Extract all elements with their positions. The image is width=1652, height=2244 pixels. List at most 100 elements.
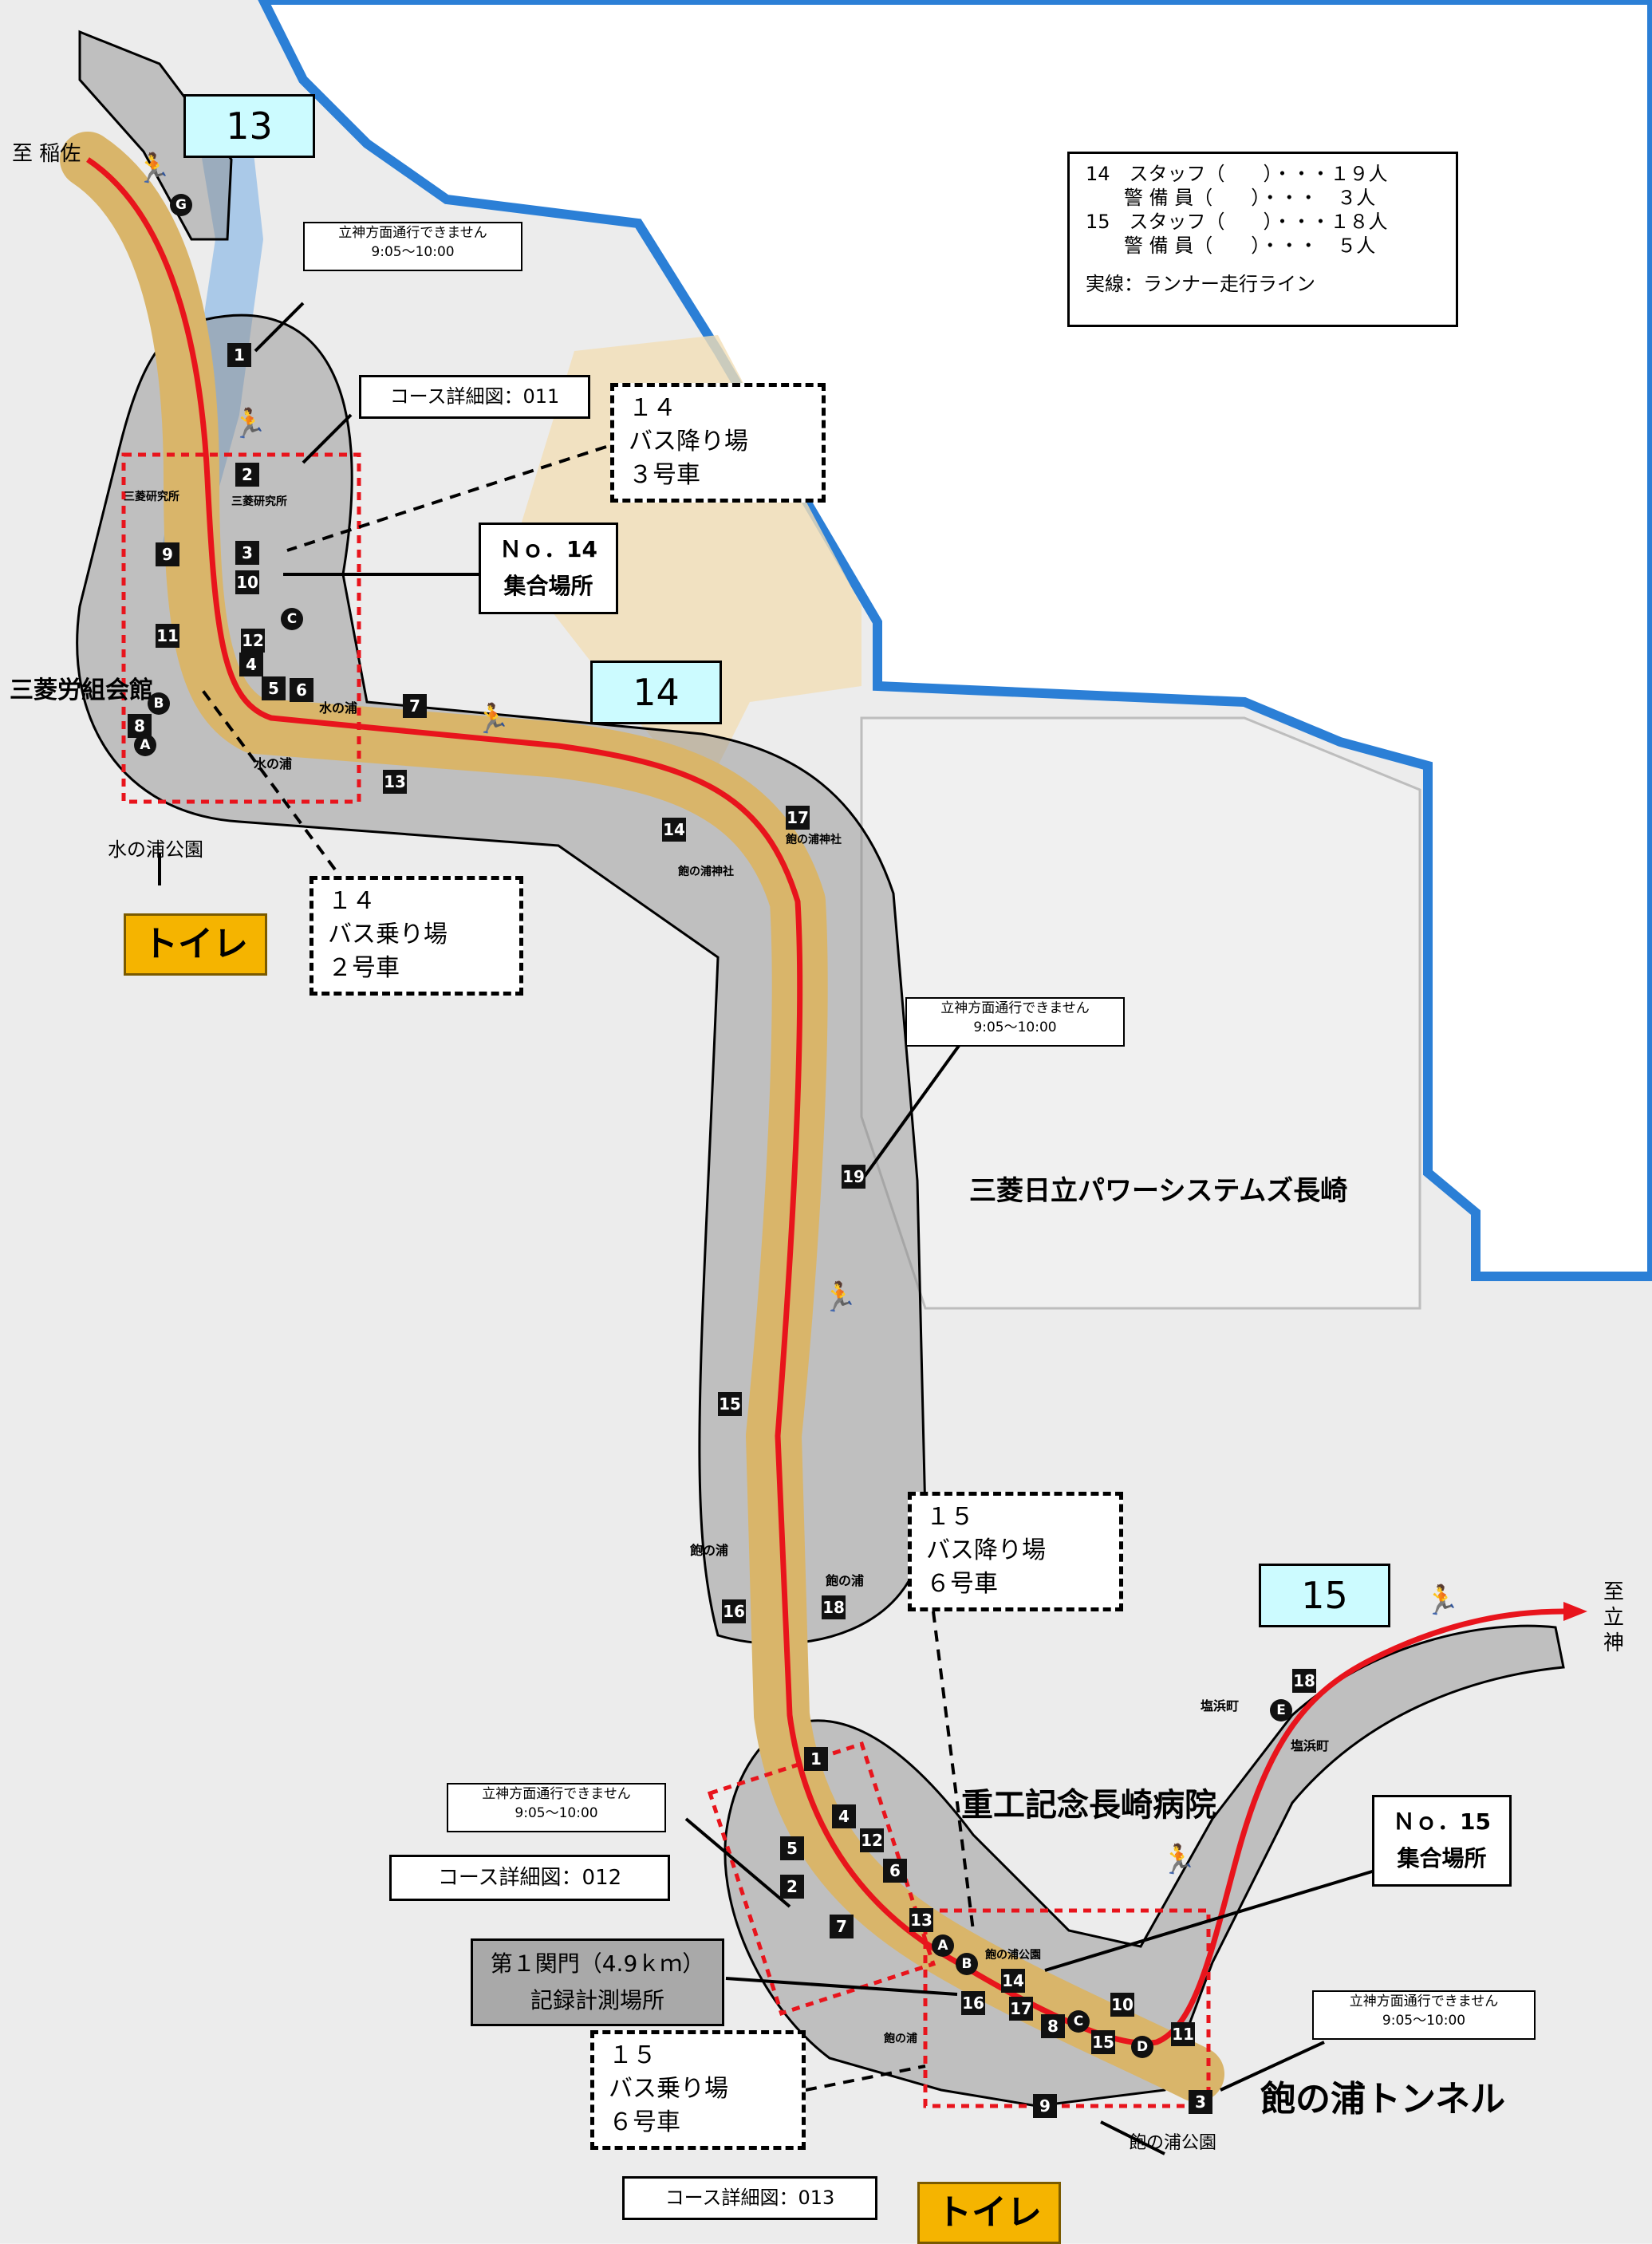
staff-marker: 5 <box>262 676 286 700</box>
runner-icon: 🏃 <box>475 703 511 736</box>
detail-area-013 <box>923 1908 1211 2108</box>
place-tunnel: 飽の浦トンネル <box>1260 2079 1506 2120</box>
place-mitsubishi-hall: 三菱労組会館 <box>10 676 153 704</box>
bus-stop-label: 水の浦 <box>254 756 293 771</box>
no-pass-note: 立神方面通行できません 9:05～10:00 <box>1312 1990 1536 2040</box>
no-pass-time: 9:05～10:00 <box>973 1019 1057 1035</box>
staff-marker: 16 <box>722 1599 746 1623</box>
runner-icon: 🏃 <box>1161 1844 1197 1876</box>
staff-marker: 15 <box>1091 2030 1115 2054</box>
bus-box-14-pickup: １４ バス乗り場 ２号車 <box>310 876 523 996</box>
bus-stop-label: 水の浦 <box>319 700 358 716</box>
no-pass-note: 立神方面通行できません 9:05～10:00 <box>303 222 522 271</box>
course-detail-013: コース詳細図：013 <box>622 2176 877 2220</box>
checkpoint-title: 第１関門（4.9ｋｍ） <box>490 1950 705 1977</box>
no-pass-text: 立神方面通行できません <box>338 225 487 241</box>
bus-stop-label: 三菱研究所 <box>231 495 287 508</box>
guard-marker: D <box>1131 2036 1153 2058</box>
bus-stop-label: 飽の浦神社 <box>786 834 842 846</box>
meeting-point-14: Ｎｏ．14 集合場所 <box>479 523 618 614</box>
staff-marker: 1 <box>227 343 251 367</box>
bus-stop-label: 塩浜町 <box>1291 1738 1330 1753</box>
runner-icon: 🏃 <box>1424 1584 1460 1617</box>
zone-15 <box>723 1624 1565 2108</box>
staff-marker: 18 <box>1292 1669 1316 1693</box>
guard-marker: B <box>148 692 170 715</box>
no-pass-note: 立神方面通行できません 9:05～10:00 <box>447 1783 666 1832</box>
checkpoint-subtitle: 記録計測場所 <box>530 1987 664 2013</box>
route-arrow <box>1563 1602 1587 1621</box>
industrial-area <box>860 716 1421 1310</box>
course-detail-011: コース詳細図：011 <box>359 375 590 419</box>
guard-marker: B <box>956 1953 978 1975</box>
staff-marker: 14 <box>662 818 686 842</box>
guard-marker: A <box>134 734 156 756</box>
runner-icon: 🏃 <box>822 1281 858 1314</box>
no-pass-note: 立神方面通行できません 9:05～10:00 <box>905 997 1125 1047</box>
toilet-label: トイレ <box>124 913 267 976</box>
legend-line: 15 スタッフ（ ）・・・１８人 <box>1086 211 1388 233</box>
bus-stop-label: 飽の浦神社 <box>678 866 734 878</box>
legend-line: 14 スタッフ（ ）・・・１９人 <box>1086 163 1388 185</box>
no-pass-text: 立神方面通行できません <box>482 1786 631 1802</box>
no-pass-time: 9:05～10:00 <box>515 1805 598 1821</box>
bus-stop-label: 飽の浦 <box>884 2033 917 2045</box>
meeting-point-number: Ｎｏ．14 <box>499 536 597 562</box>
staff-marker: 12 <box>860 1828 884 1852</box>
meeting-point-15: Ｎｏ．15 集合場所 <box>1372 1795 1512 1887</box>
staff-marker: 9 <box>1033 2094 1057 2118</box>
bus-stop-label: 飽の浦 <box>826 1573 865 1588</box>
bus-box-15-pickup: １５ バス乗り場 ６号車 <box>590 2030 806 2150</box>
toilet-label: トイレ <box>917 2182 1061 2244</box>
staff-marker: 14 <box>1001 1969 1025 1993</box>
bus-stop-label: 飽の浦 <box>690 1543 729 1558</box>
no-pass-time: 9:05～10:00 <box>371 244 455 260</box>
staff-marker: 9 <box>156 542 179 566</box>
staff-marker: 12 <box>241 629 265 653</box>
staff-marker: 3 <box>235 541 259 565</box>
course-detail-012: コース詳細図：012 <box>389 1855 670 1901</box>
bus-stop-label: 三菱研究所 <box>124 491 179 503</box>
meeting-point-label: 集合場所 <box>1397 1845 1487 1871</box>
meeting-point-number: Ｎｏ．15 <box>1393 1808 1491 1835</box>
legend-solid-line: 実線：ランナー走行ライン <box>1086 273 1315 295</box>
staff-marker: 17 <box>786 806 810 830</box>
staff-marker: 7 <box>830 1915 854 1938</box>
staff-marker: 11 <box>156 624 179 648</box>
staff-marker: 7 <box>403 694 427 718</box>
no-pass-time: 9:05～10:00 <box>1382 2013 1466 2029</box>
place-mhps: 三菱日立パワーシステムズ長崎 <box>969 1175 1348 1207</box>
staff-marker: 18 <box>822 1595 846 1619</box>
staff-marker: 11 <box>1171 2022 1195 2046</box>
staff-marker: 8 <box>1041 2014 1065 2038</box>
place-to-tategami: 至 立 神 <box>1603 1580 1625 1655</box>
guard-marker: A <box>932 1934 954 1957</box>
place-hospital: 重工記念長崎病院 <box>961 1787 1216 1824</box>
zone-13 <box>78 30 233 241</box>
staff-marker: 2 <box>780 1875 804 1899</box>
place-mizunoura-park: 水の浦公園 <box>108 838 203 861</box>
bus-stop-label: 飽の浦公園 <box>985 1949 1041 1962</box>
no-pass-text: 立神方面通行できません <box>940 1000 1090 1016</box>
staff-marker: 1 <box>804 1747 828 1771</box>
place-to-inasa: 至 稲佐 <box>12 142 81 166</box>
staff-marker: 4 <box>832 1804 856 1828</box>
legend-line: 警 備 員（ ）・・・ ５人 <box>1086 235 1376 257</box>
legend-box: 14 スタッフ（ ）・・・１９人 警 備 員（ ）・・・ ３人 15 スタッフ（… <box>1067 152 1458 327</box>
guard-marker: G <box>170 194 192 216</box>
bus-stop-label: 塩浜町 <box>1201 1698 1240 1714</box>
no-pass-text: 立神方面通行できません <box>1349 1994 1499 2009</box>
staff-marker: 6 <box>290 678 313 702</box>
staff-marker: 6 <box>883 1859 907 1883</box>
staff-marker: 19 <box>842 1165 865 1189</box>
section-label-14: 14 <box>590 661 722 724</box>
checkpoint-box: 第１関門（4.9ｋｍ） 記録計測場所 <box>471 1938 724 2026</box>
staff-marker: 13 <box>909 1908 933 1932</box>
staff-marker: 2 <box>235 463 259 487</box>
staff-marker: 10 <box>1110 1993 1134 2017</box>
place-akunoura-park: 飽の浦公園 <box>1129 2133 1217 2153</box>
guard-marker: E <box>1270 1699 1292 1721</box>
staff-marker: 4 <box>239 653 263 676</box>
bus-box-14-dropoff: １４ バス降り場 ３号車 <box>610 383 826 503</box>
